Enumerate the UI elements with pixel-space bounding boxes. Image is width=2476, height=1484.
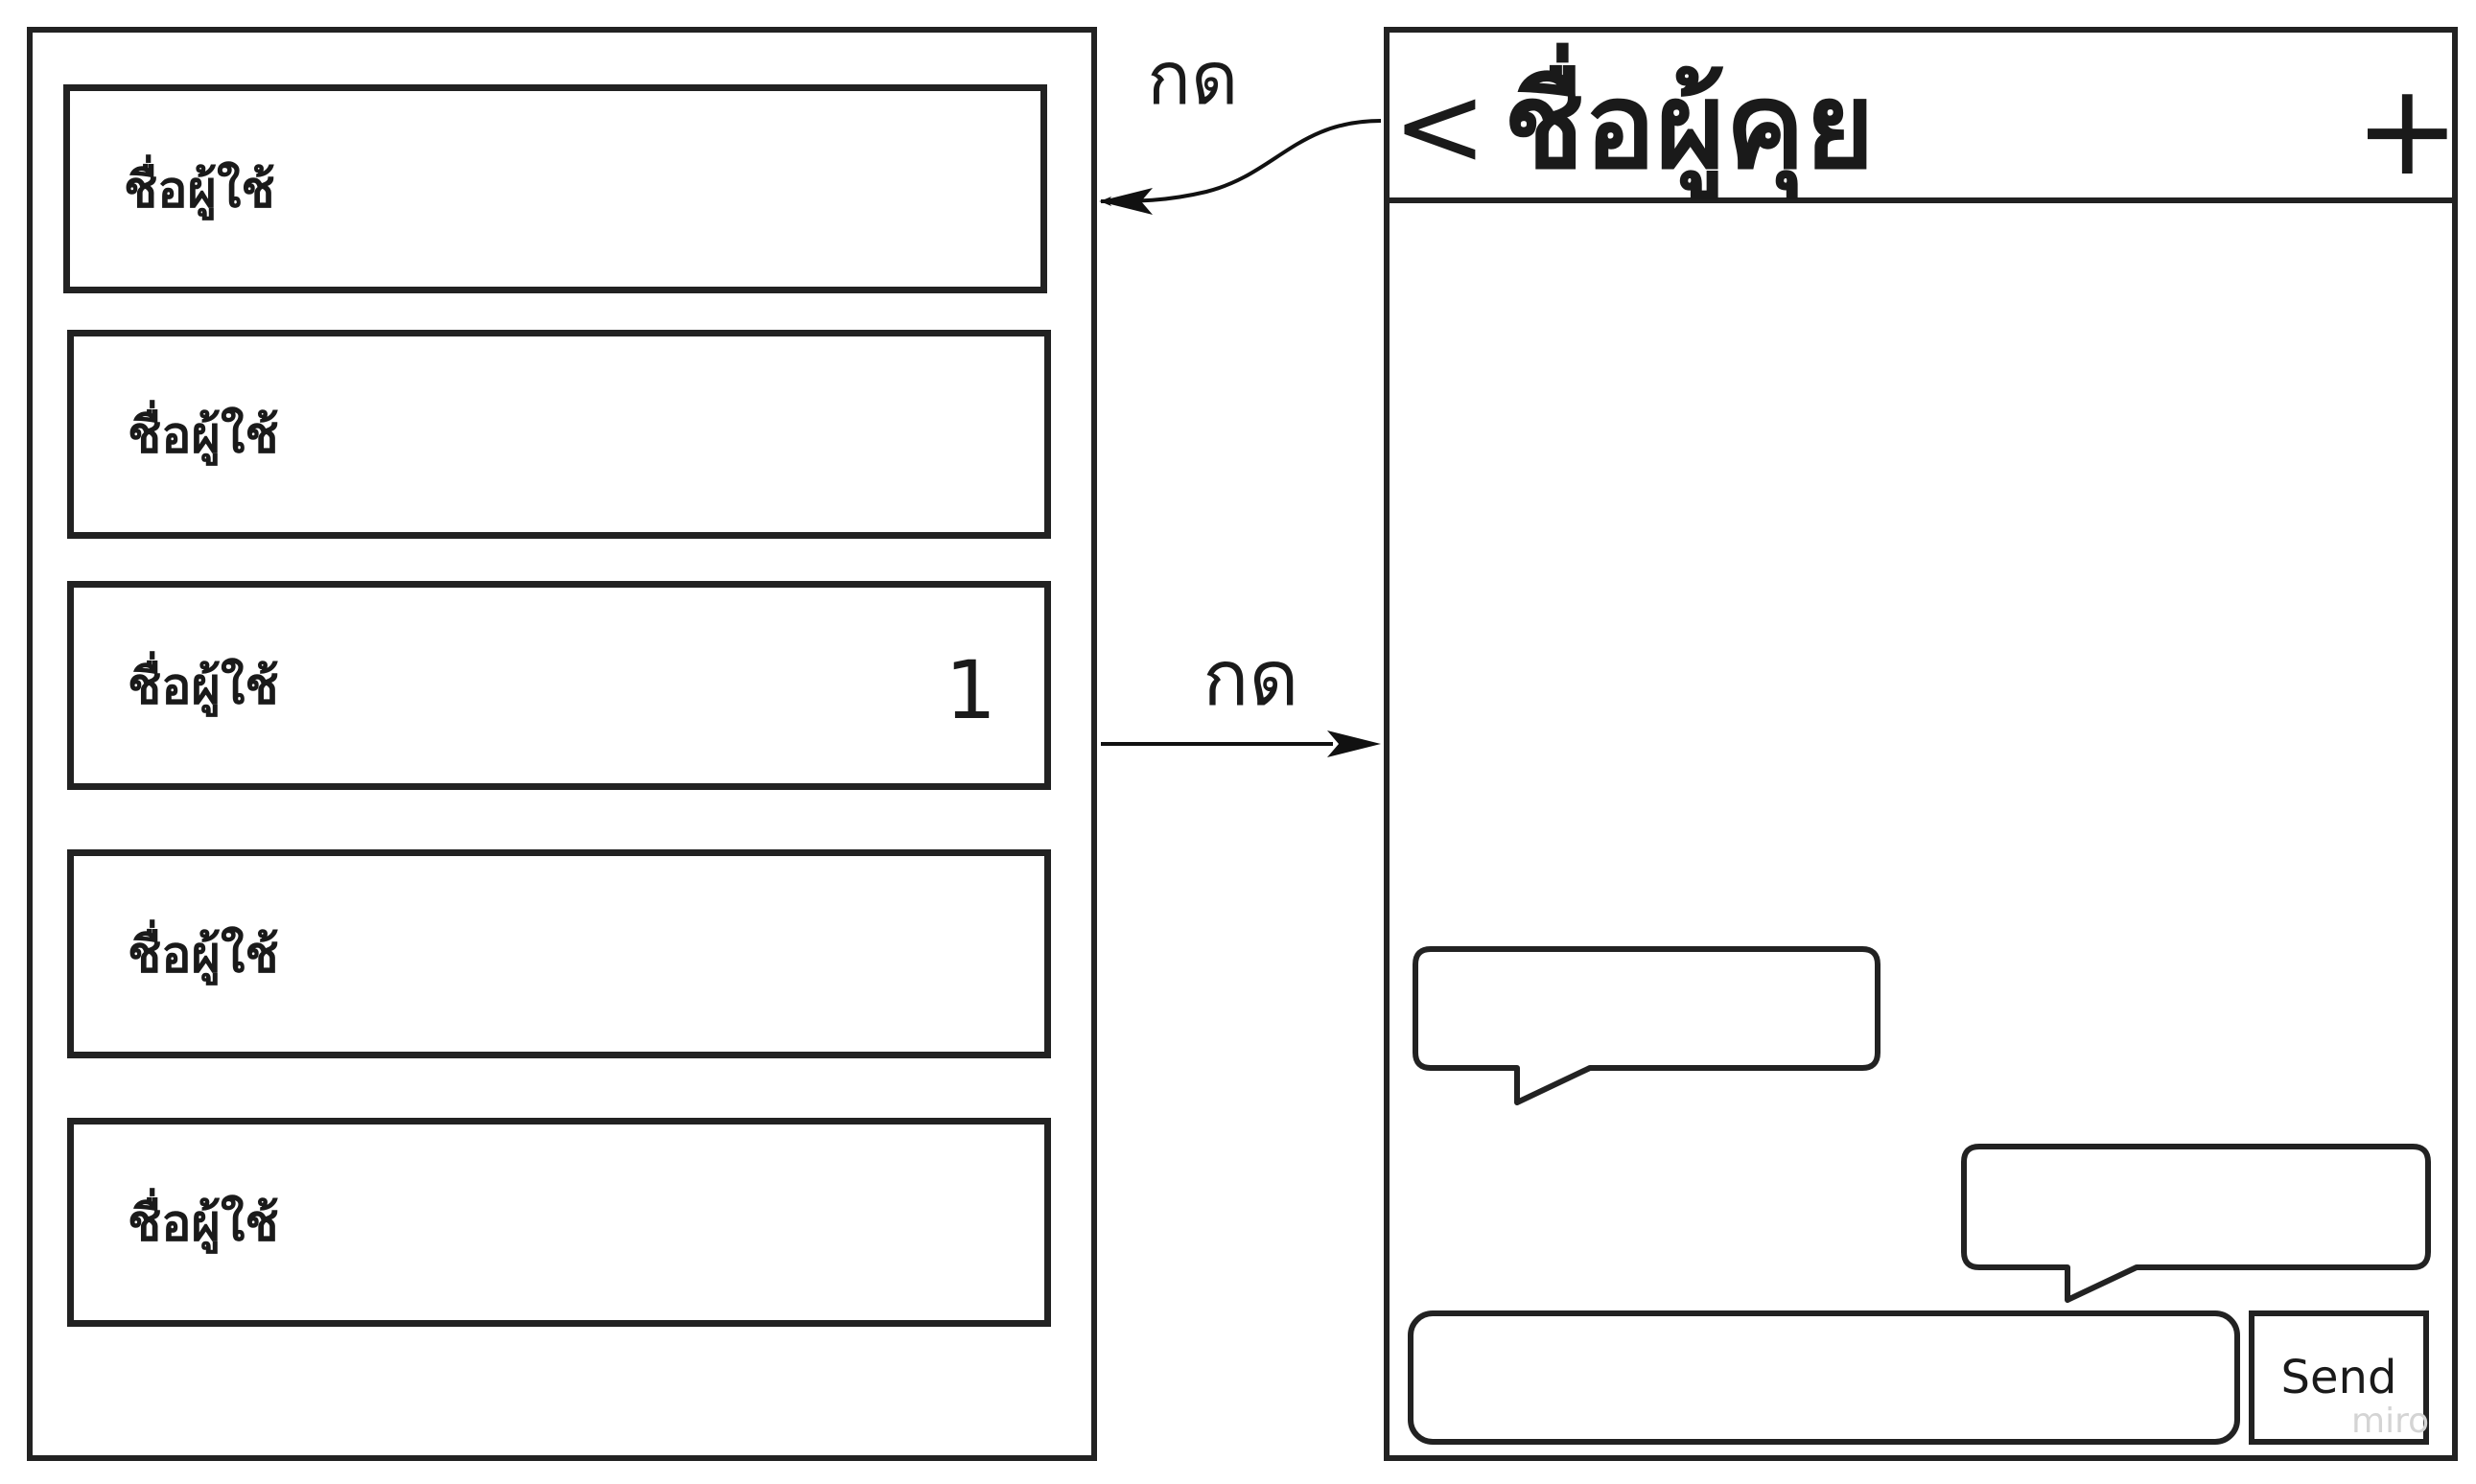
user-name: ชื่อผู้ใช้ — [128, 657, 279, 716]
user-card-1[interactable]: ชื่อผู้ใช้ — [63, 84, 1047, 293]
user-name: ชื่อผู้ใช้ — [128, 925, 279, 985]
send-button[interactable]: Send — [2249, 1310, 2429, 1445]
user-card-2[interactable]: ชื่อผู้ใช้ — [67, 330, 1051, 539]
user-name: ชื่อผู้ใช้ — [128, 406, 279, 465]
back-arrow-label: กด — [1147, 35, 1239, 121]
user-name: ชื่อผู้ใช้ — [124, 160, 275, 220]
unread-count-badge: 1 — [945, 642, 996, 737]
back-icon[interactable]: < — [1392, 59, 1487, 192]
chat-screen — [1384, 27, 2458, 1461]
contact-list-screen — [27, 27, 1097, 1461]
open-chat-arrow-head — [1327, 730, 1381, 757]
user-card-3[interactable]: ชื่อผู้ใช้ 1 — [67, 581, 1051, 790]
user-name: ชื่อผู้ใช้ — [128, 1194, 279, 1253]
chat-header — [1384, 27, 2458, 203]
message-input[interactable] — [1408, 1310, 2240, 1445]
back-arrow-head — [1099, 188, 1153, 215]
plus-icon[interactable]: + — [2354, 57, 2461, 204]
sent-message-text: Test — [2226, 1165, 2399, 1261]
back-navigation-arrow — [1100, 119, 1382, 206]
chat-title: ชื่อผู้คุย — [1504, 58, 1875, 196]
user-card-4[interactable]: ชื่อผู้ใช้ — [67, 849, 1051, 1058]
open-chat-arrow-label: กด — [1203, 634, 1299, 723]
user-card-5[interactable]: ชื่อผู้ใช้ — [67, 1118, 1051, 1327]
miro-watermark: miro — [2351, 1402, 2430, 1441]
received-message-text: Test — [1427, 963, 1600, 1059]
